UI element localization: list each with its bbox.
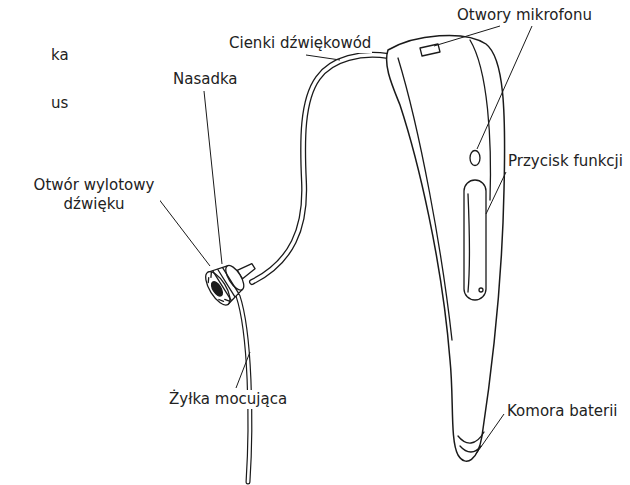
dome	[201, 250, 264, 309]
microphone-opening	[470, 151, 480, 166]
leader-line	[204, 91, 222, 264]
part-label: Otwory mikrofonu	[456, 6, 593, 25]
battery-door	[458, 432, 484, 443]
leader-line	[434, 26, 500, 46]
sound-tube-inner	[252, 55, 388, 282]
hearing-aid	[201, 35, 505, 482]
body-contour	[470, 40, 490, 200]
page-fragment: us	[50, 94, 69, 113]
leader-line	[306, 55, 340, 60]
retention-line-inner	[238, 296, 250, 482]
leader-line	[486, 172, 506, 214]
part-label: Cienki dźwiękowód	[228, 34, 372, 53]
leader-line	[477, 26, 532, 149]
part-label: Otwór wylotowy dźwięku	[28, 176, 160, 214]
device-body	[387, 35, 505, 461]
leader-lines	[158, 26, 532, 454]
dome-vents	[205, 272, 230, 305]
leader-line	[158, 198, 210, 266]
button-dot	[479, 288, 483, 292]
part-label: Żyłka mocująca	[168, 390, 288, 409]
retention-line	[238, 296, 250, 482]
part-label: Przycisk funkcji	[507, 152, 624, 171]
part-label: Nasadka	[172, 70, 239, 89]
button-contour	[468, 194, 470, 292]
function-button	[464, 180, 486, 300]
leader-line	[476, 414, 504, 454]
sound-tube	[252, 55, 388, 282]
microphone-slot	[420, 44, 440, 56]
part-label: Komora baterii	[506, 402, 619, 421]
body-edge-line	[398, 58, 452, 340]
leader-line	[236, 352, 250, 388]
sound-outlet	[209, 280, 224, 298]
page-fragment: ka	[50, 46, 70, 65]
